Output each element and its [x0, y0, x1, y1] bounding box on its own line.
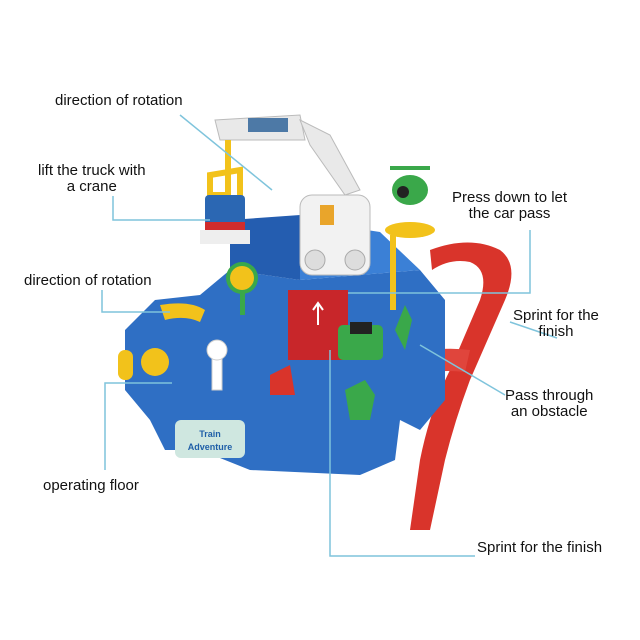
callout-text: a crane — [66, 178, 117, 195]
callout-text: an obstacle — [510, 403, 588, 420]
train-adventure-logo: Train Adventure — [175, 420, 245, 458]
callout-text: lift the truck with — [38, 162, 146, 179]
green-car — [338, 322, 383, 360]
blue-truck — [200, 195, 250, 244]
crane — [207, 114, 371, 276]
leader-rotation-top — [179, 114, 273, 191]
callout-text: Press down to let — [452, 189, 568, 206]
callout-rotation-left: direction of rotation — [24, 273, 152, 289]
svg-text:Adventure: Adventure — [188, 442, 233, 452]
svg-text:Train: Train — [199, 429, 221, 439]
control-knobs — [118, 303, 412, 420]
leader-obstacle — [419, 344, 506, 396]
leader-operating-floor — [104, 382, 172, 470]
callout-text: finish — [538, 323, 574, 340]
callout-lines — [101, 114, 558, 557]
leader-press-down — [348, 230, 531, 294]
callout-rotation-top: direction of rotation — [55, 93, 183, 109]
leader-sprint-bottom — [329, 350, 475, 557]
arrow-sign — [226, 262, 258, 315]
helicopter — [385, 166, 435, 310]
callout-text: the car pass — [468, 205, 551, 222]
callout-operating-floor: operating floor — [43, 478, 139, 494]
callout-text: Pass through — [505, 387, 594, 404]
callout-text: direction of rotation — [55, 92, 183, 109]
callout-text: direction of rotation — [24, 272, 152, 289]
leader-rotation-left — [101, 290, 170, 313]
callout-text: Sprint for the — [513, 307, 599, 324]
callout-sprint-bottom: Sprint for the finish — [477, 540, 602, 556]
callout-text: Sprint for the finish — [477, 539, 603, 556]
leader-crane-lift — [112, 196, 210, 221]
leader-sprint-right — [509, 321, 558, 339]
blue-base — [125, 215, 445, 475]
callout-text: operating floor — [43, 477, 139, 494]
